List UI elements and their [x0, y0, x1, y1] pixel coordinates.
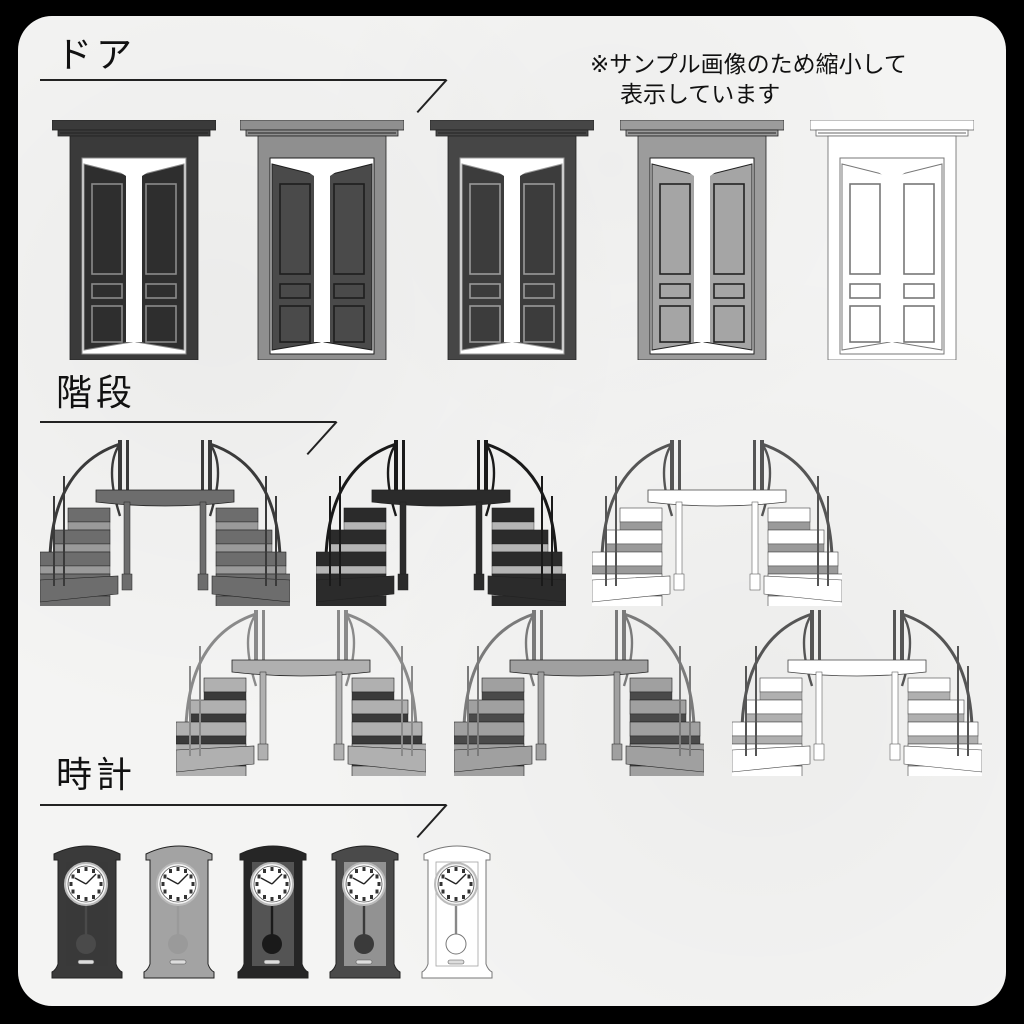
stair-item-3 [592, 436, 842, 606]
door-item-2 [240, 120, 404, 360]
sample-note-line2: 表示しています [620, 82, 781, 108]
clock-item-3 [236, 840, 310, 982]
section-title-stairs: 階段 [56, 373, 137, 414]
stair-item-1 [40, 436, 290, 606]
door-illustration [620, 120, 784, 360]
stair-item-2 [316, 436, 566, 606]
sample-note: ※サンプル画像のため縮小して 表示しています [590, 50, 907, 110]
clock-illustration [421, 845, 493, 979]
section-rule-slash-doors [416, 79, 448, 114]
door-item-1 [52, 120, 216, 360]
sample-note-line1: ※サンプル画像のため縮小して [590, 52, 907, 78]
clock-illustration [143, 845, 215, 979]
door-item-5 [810, 120, 974, 360]
section-rule-slash-clocks [416, 804, 448, 839]
sample-sheet: ドア ※サンプル画像のため縮小して 表示しています [18, 16, 1006, 1006]
stair-illustration [454, 610, 704, 776]
stair-item-5 [454, 606, 704, 776]
stair-illustration [732, 610, 982, 776]
stair-illustration [592, 440, 842, 606]
stair-illustration [40, 440, 290, 606]
stair-illustration [316, 440, 566, 606]
section-rule-clocks [40, 804, 446, 806]
section-rule-doors [40, 79, 446, 81]
clock-item-2 [142, 840, 216, 982]
section-title-doors: ドア [56, 35, 137, 76]
clock-item-5 [420, 840, 494, 982]
door-illustration [430, 120, 594, 360]
door-illustration [52, 120, 216, 360]
stair-illustration [176, 610, 426, 776]
stair-item-4 [176, 606, 426, 776]
door-illustration [240, 120, 404, 360]
clock-item-1 [50, 840, 124, 982]
stair-item-6 [732, 606, 982, 776]
clock-item-4 [328, 840, 402, 982]
section-rule-stairs [40, 421, 336, 423]
section-title-clocks: 時計 [56, 755, 137, 796]
clock-illustration [237, 845, 309, 979]
clock-illustration [51, 845, 123, 979]
clock-illustration [329, 845, 401, 979]
door-illustration [810, 120, 974, 360]
door-item-3 [430, 120, 594, 360]
door-item-4 [620, 120, 784, 360]
